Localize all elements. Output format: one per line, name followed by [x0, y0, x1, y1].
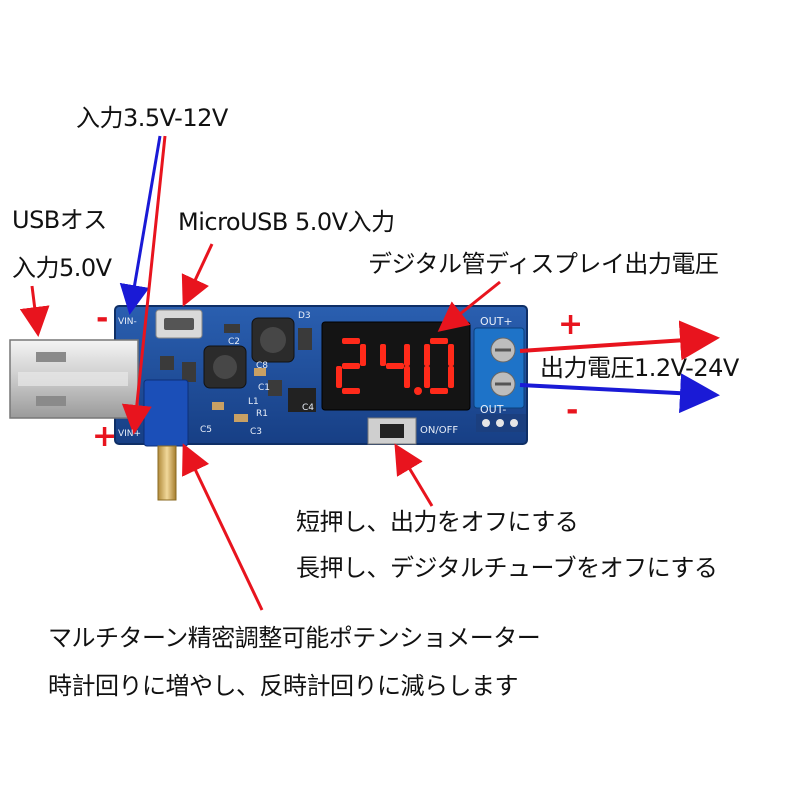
sign-input-minus: -: [96, 301, 109, 336]
display-segment: [342, 338, 360, 344]
arrow-potentiometer: [182, 443, 264, 611]
silk-c2: C2: [228, 337, 241, 347]
arrow-input-plus: [121, 135, 167, 435]
screw-terminal: [473, 327, 525, 409]
display-decimal-point: [414, 387, 422, 395]
micro-usb-port: [155, 309, 203, 339]
arrow-micro-usb: [181, 243, 214, 307]
silk-c8: C8: [256, 361, 269, 371]
display-segment: [424, 366, 430, 388]
usb-a-plug: [9, 339, 139, 419]
arrow-usb-male: [19, 285, 50, 337]
silk-c5: C5: [200, 425, 213, 435]
silk-c4: C4: [302, 403, 315, 413]
display-digits: [336, 338, 454, 395]
silk-onoff: ON/OFF: [420, 425, 459, 436]
silk-out-plus: OUT+: [480, 315, 513, 328]
display-segment: [404, 344, 410, 366]
silk-l1: L1: [248, 397, 259, 407]
header-pads: [476, 414, 526, 432]
sign-input-plus: +: [92, 419, 118, 454]
display-segment: [448, 344, 454, 366]
label-short-press: 短押し、出力をオフにする: [296, 508, 579, 536]
inductor-large: [251, 317, 295, 363]
silk-c3: C3: [250, 427, 263, 437]
display-segment: [404, 366, 410, 388]
arrow-display: [437, 280, 501, 332]
label-input-range: 入力3.5V-12V: [76, 104, 228, 132]
label-usb-male-line2: 入力5.0V: [12, 254, 112, 282]
label-rotation: 時計回りに増やし、反時計回りに減らします: [48, 672, 519, 700]
smd-components: [160, 324, 316, 422]
display-segment: [386, 363, 404, 369]
sign-output-plus: +: [558, 307, 584, 342]
label-micro-usb: MicroUSB 5.0V入力: [178, 208, 395, 236]
display-segment: [336, 366, 342, 388]
silk-out-minus: OUT-: [480, 403, 507, 416]
label-usb-male-line1: USBオス: [12, 206, 107, 234]
label-output-voltage: 出力電圧1.2V-24V: [540, 354, 739, 382]
display-segment: [380, 344, 386, 366]
display-segment: [448, 366, 454, 388]
arrow-out-minus: [519, 373, 720, 414]
silk-vin-plus: VIN+: [118, 429, 142, 439]
silk-d3: D3: [298, 311, 311, 321]
label-potentiometer: マルチターン精密調整可能ポテンショメーター: [48, 624, 541, 652]
display-segment: [430, 338, 448, 344]
silk-c1: C1: [258, 383, 271, 393]
label-long-press: 長押し、デジタルチューブをオフにする: [296, 554, 718, 582]
onoff-switch: [367, 417, 417, 445]
arrow-out-plus: [519, 320, 720, 361]
arrow-switch: [394, 443, 434, 507]
silk-vin-minus: VIN-: [118, 317, 137, 327]
display-segment: [360, 344, 366, 366]
label-display-output: デジタル管ディスプレイ出力電圧: [368, 250, 719, 278]
display-segment: [342, 388, 360, 394]
arrow-input-minus: [119, 135, 162, 315]
display-segment: [342, 363, 360, 369]
silk-r1: R1: [256, 409, 268, 419]
inductor-small: [203, 345, 247, 389]
display-segment: [424, 344, 430, 366]
sign-output-minus: -: [566, 393, 579, 428]
potentiometer: [143, 379, 189, 501]
display-segment: [430, 388, 448, 394]
